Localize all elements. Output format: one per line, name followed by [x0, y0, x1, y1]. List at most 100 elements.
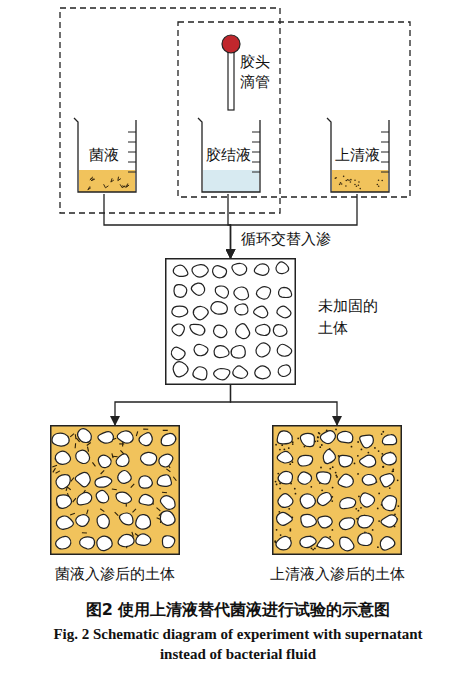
- bacteria-mark: [162, 492, 167, 494]
- soil-grain: [80, 537, 95, 549]
- dropper-tube: [228, 52, 234, 110]
- soil-grain: [256, 287, 270, 299]
- dot-mark: [278, 511, 280, 513]
- soil-grain: [160, 496, 175, 510]
- soil-grain: [339, 455, 353, 466]
- bacteria-mark: [131, 484, 134, 488]
- dot-mark: [312, 549, 314, 551]
- dot-mark: [378, 492, 380, 494]
- soil-grain: [340, 537, 354, 551]
- liquid: [203, 170, 259, 192]
- soil-grain: [279, 287, 292, 297]
- soil-grain: [360, 435, 374, 448]
- dot-mark: [274, 540, 276, 542]
- dashed-group: [178, 22, 410, 197]
- soil-grain: [191, 283, 204, 295]
- graduation: [252, 142, 260, 143]
- soil-grain: [159, 454, 173, 467]
- graduation: [128, 132, 136, 133]
- dot-mark: [378, 520, 380, 522]
- soil-grain: [320, 431, 335, 444]
- graduation: [381, 162, 389, 163]
- soil-grain: [139, 476, 153, 488]
- dot-mark: [358, 185, 360, 187]
- soil-grain: [157, 475, 171, 487]
- dot-mark: [359, 188, 361, 190]
- soil-grain: [256, 343, 270, 357]
- soil-grain: [78, 429, 92, 443]
- soil-grain: [214, 346, 229, 358]
- soil-grain: [323, 449, 335, 463]
- soil-sample: 上清液入渗后的土体: [272, 425, 402, 555]
- soil-grain: [95, 477, 112, 488]
- dot-mark: [317, 436, 319, 438]
- dot-mark: [334, 177, 336, 179]
- figure-caption-en: Fig. 2 Schematic diagram of experiment w…: [38, 625, 438, 664]
- connector: [104, 194, 231, 258]
- soil-grain: [76, 515, 90, 527]
- soil-grain: [362, 474, 376, 485]
- dot-mark: [320, 467, 322, 469]
- dot-mark: [332, 487, 334, 489]
- soil-grain: [234, 287, 249, 300]
- dot-mark: [357, 455, 359, 457]
- soil-grain: [193, 306, 208, 319]
- dot-mark: [279, 449, 281, 451]
- soil-grain: [236, 324, 250, 339]
- dot-mark: [377, 546, 379, 548]
- bacteria-mark: [82, 532, 87, 533]
- dot-mark: [345, 185, 347, 187]
- soil-grain: [298, 472, 312, 484]
- soil-grain: [215, 286, 228, 298]
- dot-mark: [331, 500, 333, 502]
- dot-mark: [294, 488, 296, 490]
- soil-grain: [118, 470, 132, 483]
- bacteria-mark: [143, 429, 148, 430]
- dot-mark: [335, 429, 337, 431]
- bacteria-mark: [53, 468, 56, 472]
- bacteria-mark: [88, 447, 89, 452]
- dot-mark: [321, 489, 323, 491]
- beaker-label: 胶结液: [206, 146, 251, 164]
- dot-mark: [275, 444, 277, 446]
- soil-grain: [276, 262, 289, 274]
- graduation: [252, 162, 260, 163]
- soil-grain: [56, 536, 71, 549]
- soil-grain: [116, 492, 132, 503]
- beaker-label: 上清液: [335, 146, 380, 164]
- soil-grain: [358, 515, 374, 528]
- connector: [115, 385, 231, 425]
- soil-grain: [139, 433, 152, 446]
- dot-mark: [335, 475, 337, 477]
- dot-mark: [331, 529, 333, 531]
- dot-mark: [397, 479, 399, 481]
- soil-grain: [273, 325, 287, 337]
- soil-grain: [360, 455, 376, 467]
- graduation: [381, 132, 389, 133]
- dot-mark: [354, 184, 356, 186]
- dot-mark: [318, 432, 320, 434]
- dot-mark: [345, 180, 347, 182]
- dot-mark: [358, 510, 360, 512]
- connector: [231, 385, 338, 425]
- dot-mark: [340, 182, 342, 184]
- dot-mark: [382, 431, 384, 433]
- soil-grain: [190, 324, 205, 335]
- bacteria-mark: [88, 186, 91, 189]
- soil-grain: [277, 512, 293, 525]
- dashed-group: [60, 8, 280, 213]
- dot-mark: [378, 185, 380, 187]
- dot-mark: [319, 433, 321, 435]
- bacteria-mark: [111, 178, 114, 182]
- dot-mark: [283, 448, 285, 450]
- beaker-outline: [327, 118, 389, 192]
- soil-label: 上清液入渗后的土体: [270, 565, 405, 583]
- soil-grain: [317, 472, 331, 484]
- bacteria-mark: [119, 443, 124, 444]
- soil-grain: [317, 537, 333, 549]
- bacteria-mark: [166, 469, 170, 472]
- soil-grain: [56, 475, 70, 489]
- dot-mark: [280, 534, 282, 536]
- soil-grain: [139, 494, 153, 505]
- graduation: [381, 142, 389, 143]
